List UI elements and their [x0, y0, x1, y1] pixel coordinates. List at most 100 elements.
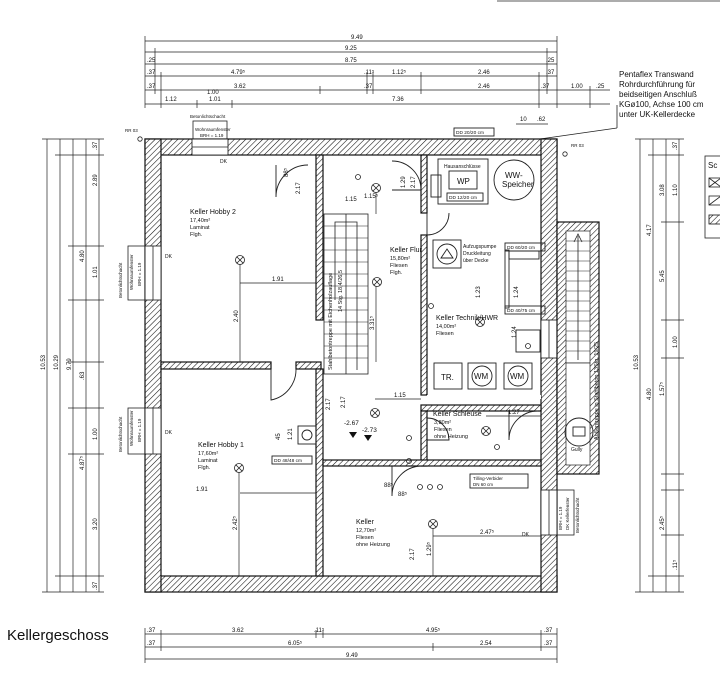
dd-label: DD 60/20 cm — [507, 245, 535, 251]
dim-text: .63 — [80, 371, 86, 380]
dim-text: .11⁵ — [314, 627, 325, 634]
pipe-penetration-note: Pentaflex Transwand Rohrdurchführung für… — [516, 70, 704, 141]
dim-text: 1.21 — [288, 428, 294, 440]
interior-stair: Stahlbetontreppe mit Eichenholzauflage 1… — [323, 213, 369, 375]
dim-text: 1.00 — [571, 84, 583, 90]
pump-label: Aufzugspumpe — [463, 244, 497, 250]
light-icon — [371, 183, 381, 193]
dim-text: 2.17 — [296, 182, 302, 194]
dim-text: 7.36 — [392, 97, 404, 103]
dim-text: .37 — [364, 84, 373, 90]
drain-icon — [301, 429, 313, 441]
top-dimension-chains: 9.49 9.25 .25 8.75 .25 .37 4.79⁵ .11⁵ 1.… — [144, 35, 610, 108]
dim-text: 1.15 — [394, 393, 406, 399]
room-area: 3,80m² — [434, 420, 451, 426]
heat-pump-label: WP — [457, 177, 470, 186]
note-line: Pentaflex Transwand — [619, 70, 694, 79]
dim-text: 9.49 — [351, 35, 363, 41]
dd-label: DD 40/75 cm — [507, 308, 535, 314]
room-flur: Keller Flur 15,80m² Fliesen Flgh. — [390, 247, 423, 276]
dim-text: 2.45⁵ — [659, 515, 666, 530]
window-label: DK — [165, 254, 173, 260]
water-tank-label: Speicher — [502, 180, 534, 189]
level-text: -2.73 — [362, 427, 377, 434]
dd-label: DD 12/20 cm — [449, 195, 477, 201]
dim-text: 10.53 — [41, 354, 47, 370]
light-well-label: Betonlichtschacht — [118, 416, 123, 452]
window-label: Wohnraumfenster — [195, 127, 231, 132]
dim-text: 1.12 — [165, 97, 177, 103]
dim-text: 4.80 — [647, 388, 653, 400]
corner-label: RR 03 — [571, 143, 584, 148]
dd-label: DD 20/20 cm — [456, 130, 484, 136]
dim-text: .37 — [147, 641, 156, 647]
dim-text: .37 — [147, 84, 156, 90]
wall-penetrations: DD 20/20 cm DD 12/20 cm DD 60/20 cm DD 4… — [271, 127, 546, 465]
washer-label: WM — [510, 372, 525, 381]
fixture-label: Tilling-Verbider — [473, 476, 503, 481]
pump-label: Druckleitung — [463, 251, 491, 257]
right-dimension-chains: 10.53 4.17 4.80 3.08 5.45 1.57⁵ 2.45⁵ 1.… — [634, 138, 684, 593]
dim-text: 1.29⁵ — [426, 541, 433, 556]
window-label: BRH = 1.19 — [558, 506, 563, 530]
dim-text: .37 — [147, 70, 156, 76]
dim-text: 3.62 — [234, 84, 246, 90]
note-line: Rohrdurchführung für — [619, 80, 695, 89]
room-technik: Keller Technik/HWR 14,00m² Fliesen — [436, 315, 498, 337]
washer-icon — [471, 365, 493, 387]
dim-text: 1.01 — [93, 266, 99, 278]
dim-text: 4.95⁵ — [426, 627, 441, 634]
dim-text: .37 — [544, 628, 553, 634]
dim-text: 1.24 — [512, 326, 518, 338]
fixtures: Hausanschlüsse WP WW- Speicher Aufzugspu… — [297, 158, 594, 489]
dim-text: 1.27 — [508, 410, 520, 416]
windows — [144, 138, 558, 536]
dim-text: .37 — [93, 581, 99, 590]
dim-text: 1.15⁵ — [364, 193, 379, 200]
room-area: 14,00m² — [436, 324, 456, 330]
window-label: DK — [522, 532, 530, 538]
room-name: Keller Technik/HWR — [436, 315, 498, 322]
dim-text: 2.17 — [411, 176, 417, 188]
dim-text: 1.23 — [476, 286, 482, 298]
room-floor: Fliesen — [356, 535, 374, 541]
dim-text: .11⁵ — [672, 559, 679, 570]
window-label: BRH = 1.19 — [137, 418, 142, 442]
dim-text: 45 — [276, 433, 282, 440]
dim-text: 3.31⁵ — [369, 315, 376, 330]
dim-text: 1.29 — [401, 176, 407, 188]
bottom-dimension-chains: .37 3.62 .11⁵ 4.95⁵ .37 .37 6.05⁵ 2.54 .… — [144, 627, 558, 663]
room-schleuse: Keller Schleuse 3,80m² Fliesen ohne Heiz… — [433, 411, 482, 440]
dim-text: 10 — [520, 117, 527, 123]
exterior-stair: Außentreppe in Stahlbeton 13Stg. 19/25 — [556, 221, 600, 475]
dryer-label: TR. — [441, 373, 454, 382]
room-name: Keller Flur — [390, 247, 423, 254]
dim-text: 1.00 — [93, 428, 99, 440]
light-icon — [235, 255, 245, 265]
room-keller: Keller 12,70m² Fliesen ohne Heizung — [356, 519, 390, 548]
dim-text: 1.01 — [209, 97, 221, 103]
dim-text: 1.91 — [196, 487, 208, 493]
dim-text: .62 — [537, 117, 546, 123]
dim-text: .37 — [93, 141, 99, 150]
window-label: BRH = 1.19 — [200, 133, 224, 138]
dim-text: 2.46 — [478, 70, 490, 76]
washer-label: WM — [474, 372, 489, 381]
dim-text: 2.47⁵ — [480, 529, 495, 536]
room-floor: Flgh. — [390, 270, 403, 276]
light-icon — [234, 463, 244, 473]
light-well-label: Betonlichtschacht — [575, 497, 580, 533]
legend: Sc — [704, 155, 720, 239]
corner-marker-icon — [562, 151, 568, 157]
light-icon — [370, 408, 380, 418]
sockets — [355, 174, 531, 490]
dd-label: DD 48/48 cm — [274, 458, 302, 464]
dim-text: 2.17 — [341, 396, 347, 408]
stair-label: 14 Stg. 18,4/26,5 — [338, 270, 344, 312]
dim-text: 2.89 — [93, 174, 99, 186]
sump-pump-icon — [436, 243, 458, 265]
room-area: 12,70m² — [356, 528, 376, 534]
dim-text: 9.25 — [345, 46, 357, 52]
washer-icon — [507, 365, 529, 387]
